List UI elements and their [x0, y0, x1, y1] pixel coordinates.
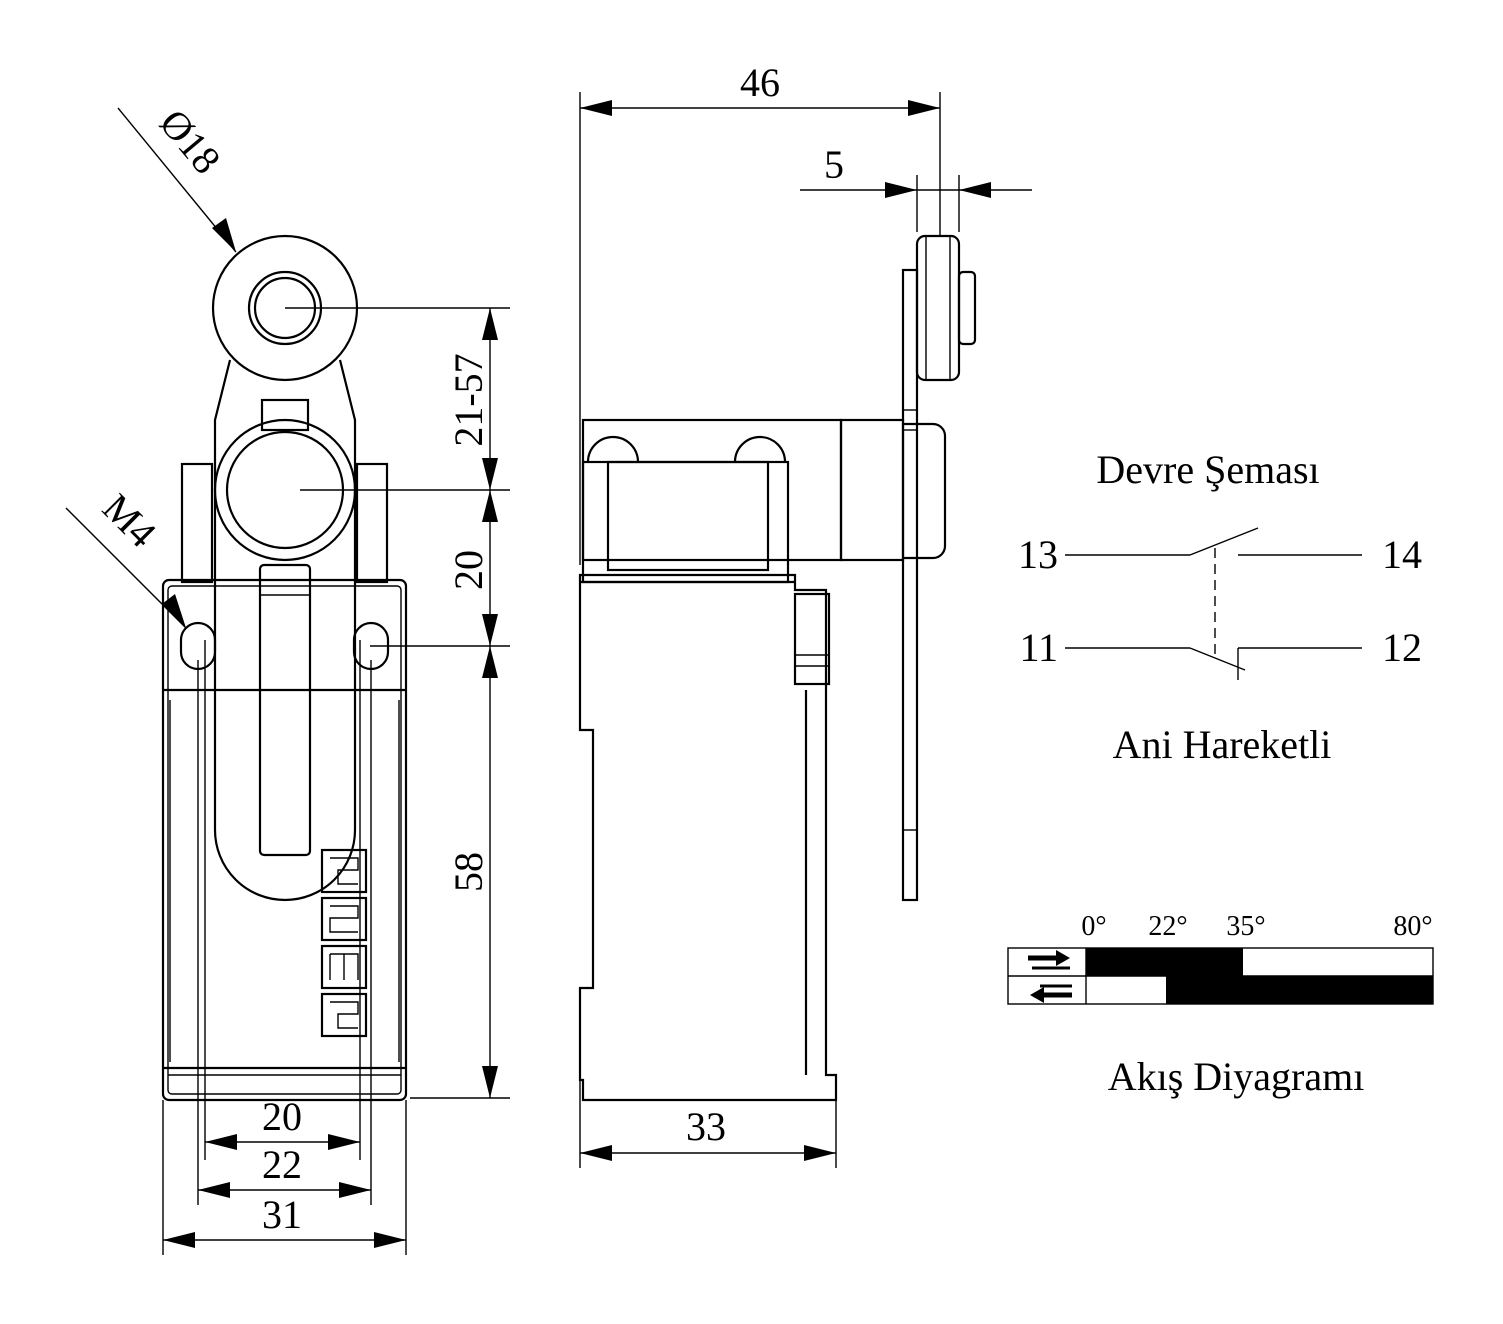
- arrow-left-right-icon: [1030, 984, 1072, 1003]
- dim-depth-total: 46: [740, 60, 780, 105]
- dim-thread: M4: [94, 485, 165, 556]
- flow-bar-bottom: [1166, 976, 1433, 1004]
- front-view: 21-57 20 58 Ø18 M4 20 22 31: [65, 100, 510, 1255]
- terminal-14: 14: [1382, 532, 1422, 577]
- angle-80: 80°: [1393, 911, 1432, 942]
- dim-width: 31: [262, 1192, 302, 1237]
- dim-body-height: 58: [446, 852, 491, 892]
- dim-hole-spacing-inner: 20: [262, 1094, 302, 1139]
- flow-diagram: 0° 22° 35° 80° Akış Diyagramı: [1007, 911, 1434, 1099]
- circuit-subtitle: Ani Hareketli: [1113, 722, 1332, 767]
- dim-roller-diameter: Ø18: [151, 100, 230, 182]
- terminal-12: 12: [1382, 625, 1422, 670]
- side-view: 46 5 33: [578, 60, 1032, 1168]
- flow-bar-top: [1086, 948, 1243, 976]
- arrow-right-left-icon: [1028, 950, 1070, 970]
- emas-logo: [320, 848, 368, 1038]
- dim-hole-spacing-outer: 22: [262, 1142, 302, 1187]
- dim-lever-range: 21-57: [446, 353, 491, 446]
- dim-body-depth: 33: [686, 1104, 726, 1149]
- angle-35: 35°: [1226, 911, 1265, 942]
- dim-roller-width: 5: [824, 142, 844, 187]
- terminal-11: 11: [1019, 625, 1058, 670]
- dim-axis-to-holes: 20: [446, 550, 491, 590]
- flow-title: Akış Diyagramı: [1108, 1054, 1365, 1099]
- angle-0: 0°: [1081, 911, 1106, 942]
- angle-22: 22°: [1148, 911, 1187, 942]
- circuit-title: Devre Şeması: [1096, 447, 1319, 492]
- circuit-diagram: Devre Şeması 13 14 11 12 Ani Hareketli: [1018, 447, 1422, 767]
- terminal-13: 13: [1018, 532, 1058, 577]
